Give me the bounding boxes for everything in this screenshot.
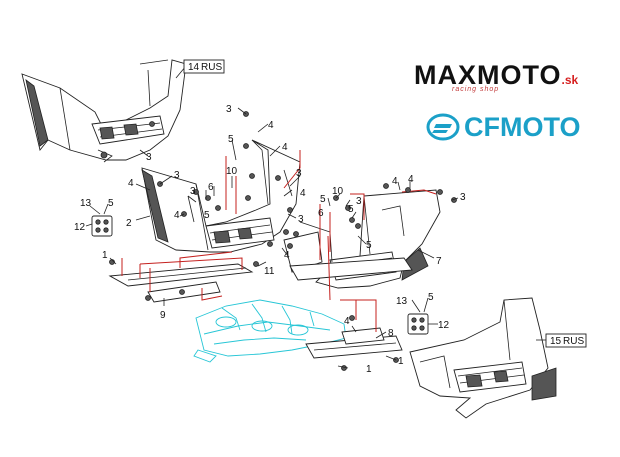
footrest-left (141, 139, 301, 253)
callout-3-g: 3 (356, 196, 362, 207)
callout-14: 14 (188, 62, 200, 73)
maxmoto-logo-text: MAXMOTO (414, 60, 562, 90)
callout-4-f: 4 (284, 250, 290, 261)
callout-3-h: 3 (460, 192, 466, 203)
footrest-right-rus (409, 297, 557, 419)
callout-12-a: 12 (74, 222, 86, 233)
callout-4-a: 4 (268, 120, 274, 131)
callout-5-a: 5 (228, 134, 234, 145)
callout-1-b: 1 (366, 364, 372, 375)
callout-3-c: 3 (174, 170, 180, 181)
callout-4-i: 4 (344, 316, 350, 327)
callout-13-a: 13 (80, 198, 92, 209)
maxmoto-logo: MAXMOTO.sk (414, 62, 578, 89)
cfmoto-emblem-icon (426, 113, 460, 141)
callout-8: 8 (388, 328, 394, 339)
callout-11: 11 (264, 266, 275, 277)
callout-5-e: 5 (348, 204, 354, 215)
callout-9: 9 (160, 310, 166, 321)
support-bars (108, 257, 413, 359)
callout-4-g: 4 (392, 176, 398, 187)
callout-6-b: 6 (318, 208, 324, 219)
maxmoto-tagline: racing shop (452, 86, 500, 93)
bracket-right (407, 313, 429, 335)
bracket-left (91, 215, 113, 237)
callout-5-d: 5 (320, 194, 326, 205)
callout-3-d: 3 (190, 186, 196, 197)
callout-3-e: 3 (296, 168, 302, 179)
callout-5-f: 5 (366, 240, 372, 251)
callout-10-a: 10 (226, 166, 238, 177)
callout-4-h: 4 (408, 174, 414, 185)
callout-4-b: 4 (282, 142, 288, 153)
callout-15: 15 (550, 336, 562, 347)
frame-ghost (193, 299, 347, 363)
callout-14-rus: RUS (201, 62, 222, 73)
callout-3-b: 3 (226, 104, 232, 115)
callout-1-c: 1 (398, 356, 404, 367)
callout-10-b: 10 (332, 186, 344, 197)
callout-box-14 (183, 59, 225, 74)
callout-5-b: 5 (204, 210, 210, 221)
callout-12-b: 12 (438, 320, 450, 331)
callout-3-f: 3 (298, 214, 304, 225)
callout-2: 2 (126, 218, 132, 229)
cfmoto-logo-text: CFMOTO (464, 111, 581, 142)
maxmoto-logo-suffix: .sk (561, 73, 579, 87)
callout-4-d: 4 (174, 210, 180, 221)
callout-4-c: 4 (128, 178, 134, 189)
callout-15-rus: RUS (563, 336, 584, 347)
callout-labels: 14 RUS 15 RUS 3 3 4 5 4 10 6 3 4 3 5 4 2… (74, 59, 587, 375)
cfmoto-logo: CFMOTO (426, 113, 581, 141)
callout-13-b: 13 (396, 296, 408, 307)
callout-5-g: 5 (428, 292, 434, 303)
leader-lines (85, 65, 546, 369)
callout-7: 7 (436, 256, 442, 267)
callout-5-c: 5 (108, 198, 114, 209)
callout-4-e: 4 (300, 188, 306, 199)
callout-3-a: 3 (146, 152, 152, 163)
footrest-left-rus (21, 59, 187, 163)
callout-6-a: 6 (208, 182, 214, 193)
callout-1-a: 1 (102, 250, 108, 261)
callout-box-15 (545, 333, 587, 348)
